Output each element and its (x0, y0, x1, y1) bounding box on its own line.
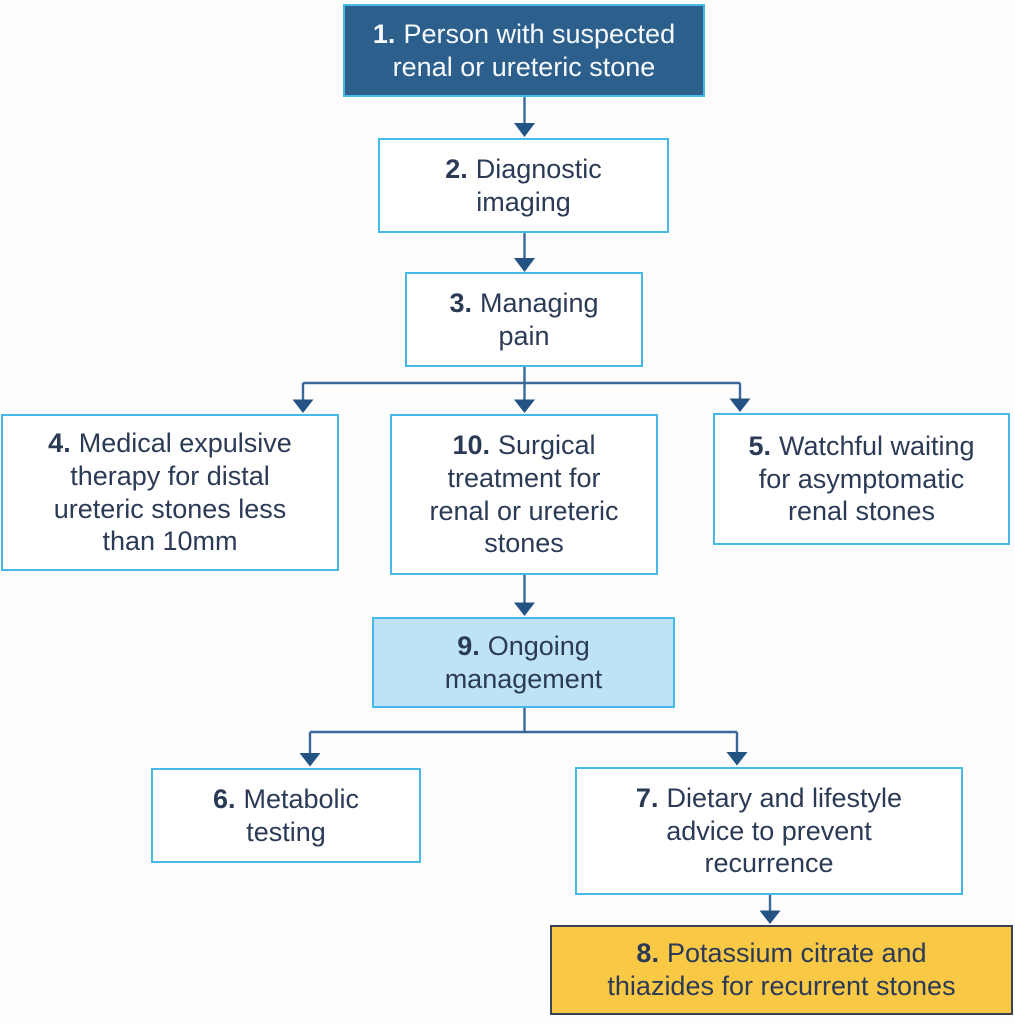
node-7-dietary-lifestyle-advice: 7.Dietary and lifestyle advice to preven… (575, 767, 963, 895)
node-text: Person with suspected renal or ureteric … (392, 18, 676, 82)
node-number: 4. (48, 427, 71, 458)
branch-from-3 (301, 367, 742, 400)
node-5-watchful-waiting: 5.Watchful waiting for asymptomatic rena… (713, 413, 1010, 545)
node-4-medical-expulsive-therapy: 4.Medical expulsive therapy for distal u… (1, 414, 339, 571)
node-number: 8. (636, 938, 659, 969)
node-text: Metabolic testing (243, 783, 360, 847)
node-9-ongoing-management: 9.Ongoing management (372, 617, 675, 708)
node-label: 1.Person with suspected renal or ureteri… (355, 18, 693, 84)
node-label: 6.Metabolic testing (163, 783, 409, 849)
node-2-diagnostic-imaging: 2.Diagnostic imaging (378, 138, 669, 233)
node-text: Surgical treatment for renal or ureteric… (429, 429, 619, 559)
node-6-metabolic-testing: 6.Metabolic testing (151, 768, 421, 863)
node-label: 3.Managing pain (417, 287, 631, 353)
node-label: 4.Medical expulsive therapy for distal u… (13, 427, 327, 559)
node-text: Diagnostic imaging (475, 153, 602, 217)
node-label: 2.Diagnostic imaging (390, 153, 657, 219)
node-number: 5. (748, 430, 771, 461)
node-text: Potassium citrate and thiazides for recu… (607, 938, 956, 1001)
node-1-suspected-stone: 1.Person with suspected renal or ureteri… (343, 4, 705, 97)
node-number: 9. (457, 630, 480, 661)
node-text: Ongoing management (444, 630, 603, 694)
node-label: 5.Watchful waiting for asymptomatic rena… (725, 430, 998, 529)
node-text: Managing pain (479, 287, 599, 351)
node-number: 10. (452, 429, 490, 460)
node-number: 2. (445, 153, 468, 184)
node-text: Dietary and lifestyle advice to prevent … (666, 782, 903, 879)
node-10-surgical-treatment: 10.Surgical treatment for renal or urete… (390, 414, 658, 575)
branch-from-9 (308, 708, 739, 753)
node-number: 7. (635, 782, 659, 813)
node-number: 1. (372, 18, 396, 49)
node-text: Watchful waiting for asymptomatic renal … (758, 430, 975, 527)
node-label: 10.Surgical treatment for renal or urete… (402, 429, 646, 561)
node-label: 8.Potassium citrate and thiazides for re… (562, 937, 1001, 1003)
node-8-potassium-citrate-thiazides: 8.Potassium citrate and thiazides for re… (550, 925, 1013, 1015)
node-label: 9.Ongoing management (384, 630, 663, 696)
node-number: 6. (212, 783, 236, 814)
node-3-managing-pain: 3.Managing pain (405, 272, 643, 367)
node-label: 7.Dietary and lifestyle advice to preven… (587, 782, 951, 881)
node-number: 3. (449, 287, 472, 318)
node-text: Medical expulsive therapy for distal ure… (53, 427, 292, 557)
